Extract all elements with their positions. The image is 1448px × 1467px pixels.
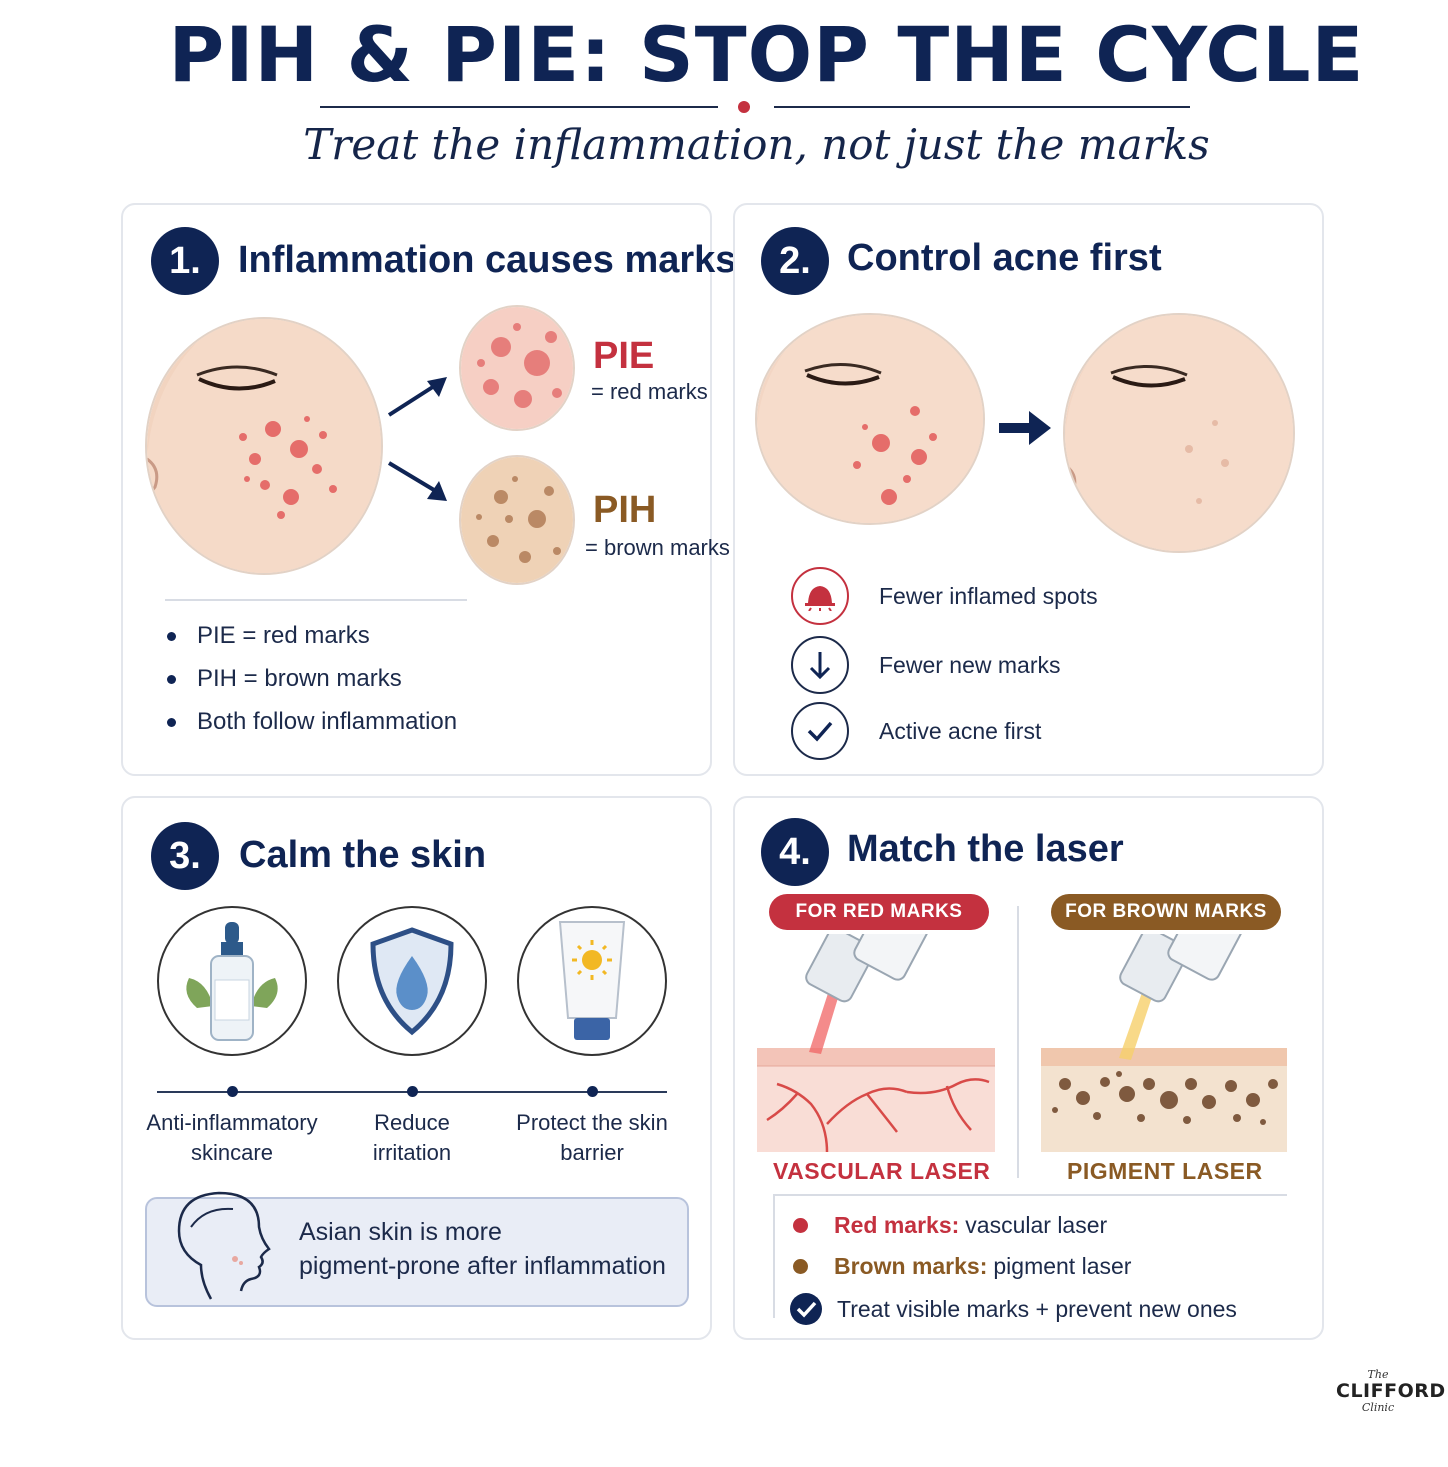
pie-description: = red marks bbox=[591, 379, 708, 404]
check-circle-icon bbox=[790, 1293, 822, 1325]
sunscreen-tube-icon bbox=[517, 906, 667, 1056]
clinic-logo: The CLIFFORD Clinic bbox=[1336, 1368, 1446, 1414]
panel-1-title: Inflammation causes marks bbox=[238, 239, 737, 281]
inflamed-spot-icon bbox=[791, 567, 849, 625]
timeline-dot bbox=[407, 1086, 418, 1097]
arrow-down-icon bbox=[791, 636, 849, 694]
page-title: PIH & PIE: STOP THE CYCLE bbox=[168, 10, 1365, 99]
checkmark-icon bbox=[791, 702, 849, 760]
vascular-laser-label: VASCULAR LASER bbox=[773, 1158, 991, 1184]
laser-legend-divider bbox=[773, 1194, 1287, 1196]
benefit-text: Fewer inflamed spots bbox=[879, 582, 1098, 609]
pigment-laser-label: PIGMENT LASER bbox=[1067, 1158, 1263, 1184]
benefit-text: Active acne first bbox=[879, 717, 1042, 744]
pie-label: PIE bbox=[593, 335, 655, 377]
panel-1-divider bbox=[165, 599, 467, 601]
panel-control-acne-first: 2. Control acne first bbox=[733, 203, 1324, 776]
panel-match-the-laser: 4. Match the laser FOR RED MARKS FOR BRO… bbox=[733, 796, 1324, 1340]
timeline-dot bbox=[227, 1086, 238, 1097]
step-badge-1: 1. bbox=[151, 227, 219, 295]
red-dot-icon bbox=[793, 1218, 808, 1233]
list-item: Both follow inflammation bbox=[163, 707, 457, 750]
panel-4-title: Match the laser bbox=[847, 828, 1124, 870]
step-badge-3: 3. bbox=[151, 822, 219, 890]
arrow-right-icon bbox=[999, 411, 1051, 445]
step-badge-4: 4. bbox=[761, 818, 829, 886]
laser-divider bbox=[1017, 906, 1019, 1178]
pie-red-marks-closeup bbox=[459, 305, 575, 431]
panel-2-title: Control acne first bbox=[847, 237, 1162, 279]
brown-marks-pill: FOR BROWN MARKS bbox=[1051, 894, 1281, 930]
laser-legend-rule bbox=[773, 1194, 775, 1318]
after-face-illustration bbox=[1063, 313, 1295, 553]
list-item: PIH = brown marks bbox=[163, 664, 457, 707]
timeline-dot bbox=[587, 1086, 598, 1097]
pigment-laser-illustration bbox=[1041, 934, 1287, 1152]
title-rule-right bbox=[774, 106, 1190, 108]
legend-treat-prevent: Treat visible marks + prevent new ones bbox=[789, 1292, 1237, 1326]
benefit-active-acne-first: Active acne first bbox=[791, 702, 1041, 760]
serum-bottle-icon bbox=[157, 906, 307, 1056]
before-face-illustration bbox=[755, 313, 985, 525]
shield-drop-icon bbox=[337, 906, 487, 1056]
list-item: PIE = red marks bbox=[163, 621, 457, 664]
legend-red-marks: Red marks: vascular laser bbox=[793, 1212, 1107, 1239]
page-subtitle: Treat the inflammation, not just the mar… bbox=[303, 120, 1210, 169]
panel-3-title: Calm the skin bbox=[239, 834, 487, 876]
pih-description: = brown marks bbox=[585, 535, 730, 560]
pih-label: PIH bbox=[593, 489, 657, 531]
panel-inflammation-causes-marks: 1. Inflammation causes marks bbox=[121, 203, 736, 776]
benefit-fewer-new-marks: Fewer new marks bbox=[791, 636, 1060, 694]
pih-brown-marks-closeup bbox=[459, 455, 575, 585]
brown-dot-icon bbox=[793, 1259, 808, 1274]
legend-brown-marks: Brown marks: pigment laser bbox=[793, 1253, 1131, 1280]
vascular-laser-illustration bbox=[757, 934, 995, 1152]
panel-calm-the-skin: 3. Calm the skin bbox=[121, 796, 712, 1340]
step-badge-2: 2. bbox=[761, 227, 829, 295]
woman-profile-icon bbox=[177, 1191, 271, 1300]
benefit-fewer-inflamed-spots: Fewer inflamed spots bbox=[791, 567, 1098, 625]
panel-1-bullet-list: PIE = red marks PIH = brown marks Both f… bbox=[163, 621, 457, 750]
benefit-text: Fewer new marks bbox=[879, 651, 1061, 678]
title-rule-left bbox=[320, 106, 718, 108]
red-marks-pill: FOR RED MARKS bbox=[769, 894, 989, 930]
title-rule-dot bbox=[738, 101, 750, 113]
branch-arrows-icon bbox=[387, 377, 447, 501]
acne-face-illustration bbox=[145, 317, 383, 575]
